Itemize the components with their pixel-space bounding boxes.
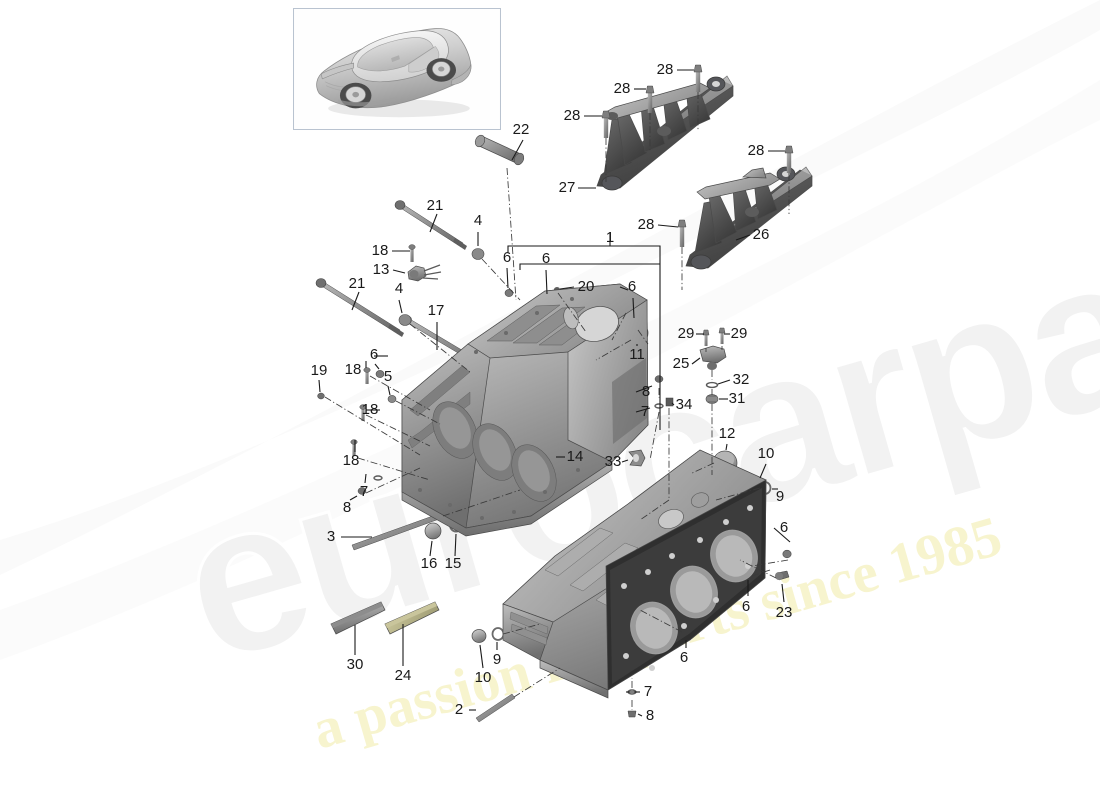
callout-label: 18 bbox=[345, 361, 362, 378]
callout-label: 28 bbox=[564, 107, 581, 124]
callout-label: 4 bbox=[395, 280, 403, 297]
callout-label: 2 bbox=[455, 701, 463, 718]
part-bushing-4a bbox=[471, 248, 485, 260]
part-oring-7b bbox=[373, 475, 383, 481]
watermark-band bbox=[0, 0, 1100, 660]
callout-label: 5 bbox=[384, 368, 392, 385]
callout-label: 11 bbox=[629, 346, 645, 363]
part-shim-plate-24 bbox=[384, 601, 440, 635]
callout-label: 6 bbox=[503, 249, 511, 266]
callout-label: 13 bbox=[373, 261, 390, 278]
callout-label: 33 bbox=[605, 453, 622, 470]
callout-label: 29 bbox=[678, 325, 695, 342]
callout-label: 26 bbox=[753, 226, 770, 243]
callout-label: 28 bbox=[748, 142, 765, 159]
callout-bracket-1 bbox=[507, 232, 661, 430]
callout-numbers: 1 2 3 4 4 5 6 6 6 6 6 6 6 7 7 7 8 8 8 9 … bbox=[311, 61, 793, 724]
callout-label: 15 bbox=[445, 555, 462, 572]
part-plug-16 bbox=[424, 522, 442, 540]
vehicle-thumbnail bbox=[293, 8, 501, 130]
part-screw-plug-8a bbox=[654, 375, 664, 383]
callout-label: 1 bbox=[606, 229, 614, 246]
part-shim-plate-30 bbox=[330, 601, 386, 635]
callout-label: 6 bbox=[742, 598, 750, 615]
callout-label: 7 bbox=[641, 403, 649, 420]
part-oil-nozzle-holder-25 bbox=[699, 345, 727, 364]
callout-label: 32 bbox=[733, 371, 750, 388]
callout-label: 19 bbox=[311, 362, 328, 379]
part-dowel-5 bbox=[387, 395, 397, 403]
part-dowel-sleeve-large bbox=[474, 134, 525, 166]
callout-label: 7 bbox=[644, 683, 652, 700]
callout-label: 6 bbox=[628, 278, 636, 295]
callout-label: 6 bbox=[780, 519, 788, 536]
callout-label: 16 bbox=[421, 555, 438, 572]
callout-label: 6 bbox=[680, 649, 688, 666]
part-screw-group-18 bbox=[350, 244, 416, 456]
callout-label: 12 bbox=[719, 425, 736, 442]
part-clip-33 bbox=[628, 449, 646, 467]
callout-label: 3 bbox=[327, 528, 335, 545]
callout-label: 4 bbox=[474, 212, 482, 229]
callout-label: 10 bbox=[758, 445, 775, 462]
callout-label: 8 bbox=[646, 707, 654, 724]
part-through-bolt-21a bbox=[394, 200, 467, 250]
part-bushing-4b bbox=[398, 314, 412, 326]
callout-label: 17 bbox=[428, 302, 445, 319]
callout-label: 28 bbox=[614, 80, 631, 97]
callout-label: 24 bbox=[395, 667, 412, 684]
callout-label: 30 bbox=[347, 656, 364, 673]
callout-label: 31 bbox=[729, 390, 746, 407]
leader-lines bbox=[318, 69, 791, 717]
part-bracket-34 bbox=[665, 397, 674, 407]
vehicle-thumbnail-image bbox=[294, 9, 500, 129]
callout-label: 25 bbox=[673, 355, 690, 372]
callout-label: 29 bbox=[731, 325, 748, 342]
part-screw-plug-8b bbox=[357, 487, 367, 495]
callout-label: 22 bbox=[513, 121, 530, 138]
callout-label: 28 bbox=[638, 216, 655, 233]
callout-label: 20 bbox=[578, 278, 595, 295]
callout-label: 21 bbox=[349, 275, 366, 292]
callout-label: 8 bbox=[343, 499, 351, 516]
part-screw-plug-8c bbox=[627, 710, 637, 718]
part-support-bracket-left bbox=[596, 75, 734, 191]
callout-label: 9 bbox=[776, 488, 784, 505]
callout-label: 21 bbox=[427, 197, 444, 214]
part-threaded-pin-23 bbox=[775, 570, 790, 581]
callout-label: 14 bbox=[567, 448, 584, 465]
callout-label: 8 bbox=[642, 383, 650, 400]
part-stud-19 bbox=[317, 392, 325, 400]
callout-label: 23 bbox=[776, 604, 793, 621]
part-oring-7a bbox=[654, 403, 664, 409]
part-crankcase-upper bbox=[401, 283, 649, 537]
part-stud-bolt-2 bbox=[475, 693, 516, 723]
callout-label: 6 bbox=[370, 346, 378, 363]
callout-label: 18 bbox=[362, 401, 379, 418]
callout-label: 7 bbox=[360, 483, 368, 500]
part-washer-32 bbox=[705, 381, 719, 389]
part-bolt-group-28 bbox=[601, 64, 794, 247]
part-through-bolt-21b bbox=[315, 278, 404, 337]
callout-label: 28 bbox=[657, 61, 674, 78]
callout-label: 18 bbox=[343, 452, 360, 469]
callout-label: 27 bbox=[559, 179, 576, 196]
part-support-bracket-right bbox=[685, 166, 813, 270]
part-crankcase-lower bbox=[502, 449, 767, 699]
callout-label: 34 bbox=[676, 396, 693, 413]
callout-label: 10 bbox=[475, 669, 492, 686]
callout-label: 9 bbox=[493, 651, 501, 668]
callout-label: 18 bbox=[372, 242, 389, 259]
part-oil-nozzle-holder-group bbox=[665, 327, 727, 407]
part-oil-spray-nozzle bbox=[407, 264, 442, 282]
callout-label: 6 bbox=[542, 250, 550, 267]
